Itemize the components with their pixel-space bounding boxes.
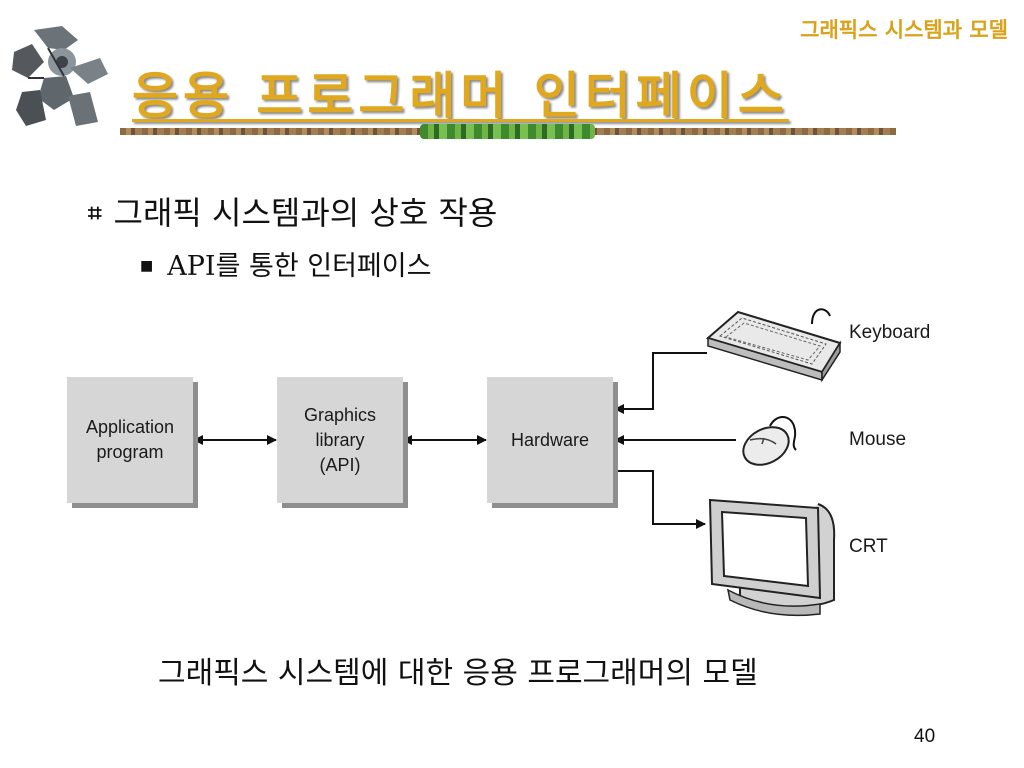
keyboard-label: Keyboard bbox=[849, 322, 931, 343]
arrow-keyboard-to-hardware bbox=[614, 352, 707, 414]
page-title: 응용 프로그래머 인터페이스 bbox=[132, 67, 789, 125]
hash-bullet-icon: ⌗ bbox=[88, 198, 102, 227]
hardware-box: Hardware bbox=[487, 377, 613, 503]
robot-logo-icon bbox=[12, 26, 108, 126]
bullet-level1-text: 그래픽 시스템과의 상호 작용 bbox=[113, 194, 498, 232]
crt-monitor-icon bbox=[708, 498, 836, 617]
chapter-title: 그래픽스 시스템과 모델 bbox=[800, 18, 1008, 42]
mouse-label: Mouse bbox=[849, 429, 907, 450]
bullet-level2-text: API를 통한 인터페이스 bbox=[167, 251, 432, 282]
arrow-hardware-to-crt bbox=[615, 470, 706, 529]
crt-label: CRT bbox=[849, 536, 888, 557]
figure-caption: 그래픽스 시스템에 대한 응용 프로그래머의 모델 bbox=[158, 656, 758, 691]
graphics-library-box: Graphics library (API) bbox=[277, 377, 403, 503]
keyboard-icon bbox=[705, 308, 842, 383]
bullet-level1: ⌗ 그래픽 시스템과의 상호 작용 bbox=[88, 188, 497, 234]
title-divider-leaf bbox=[420, 124, 595, 139]
square-bullet-icon: ■ bbox=[140, 258, 154, 274]
mouse-icon bbox=[742, 416, 797, 466]
application-program-box: Application program bbox=[67, 377, 193, 503]
bullet-level2: ■ API를 통한 인터페이스 bbox=[140, 244, 431, 283]
page-number: 40 bbox=[914, 726, 936, 747]
